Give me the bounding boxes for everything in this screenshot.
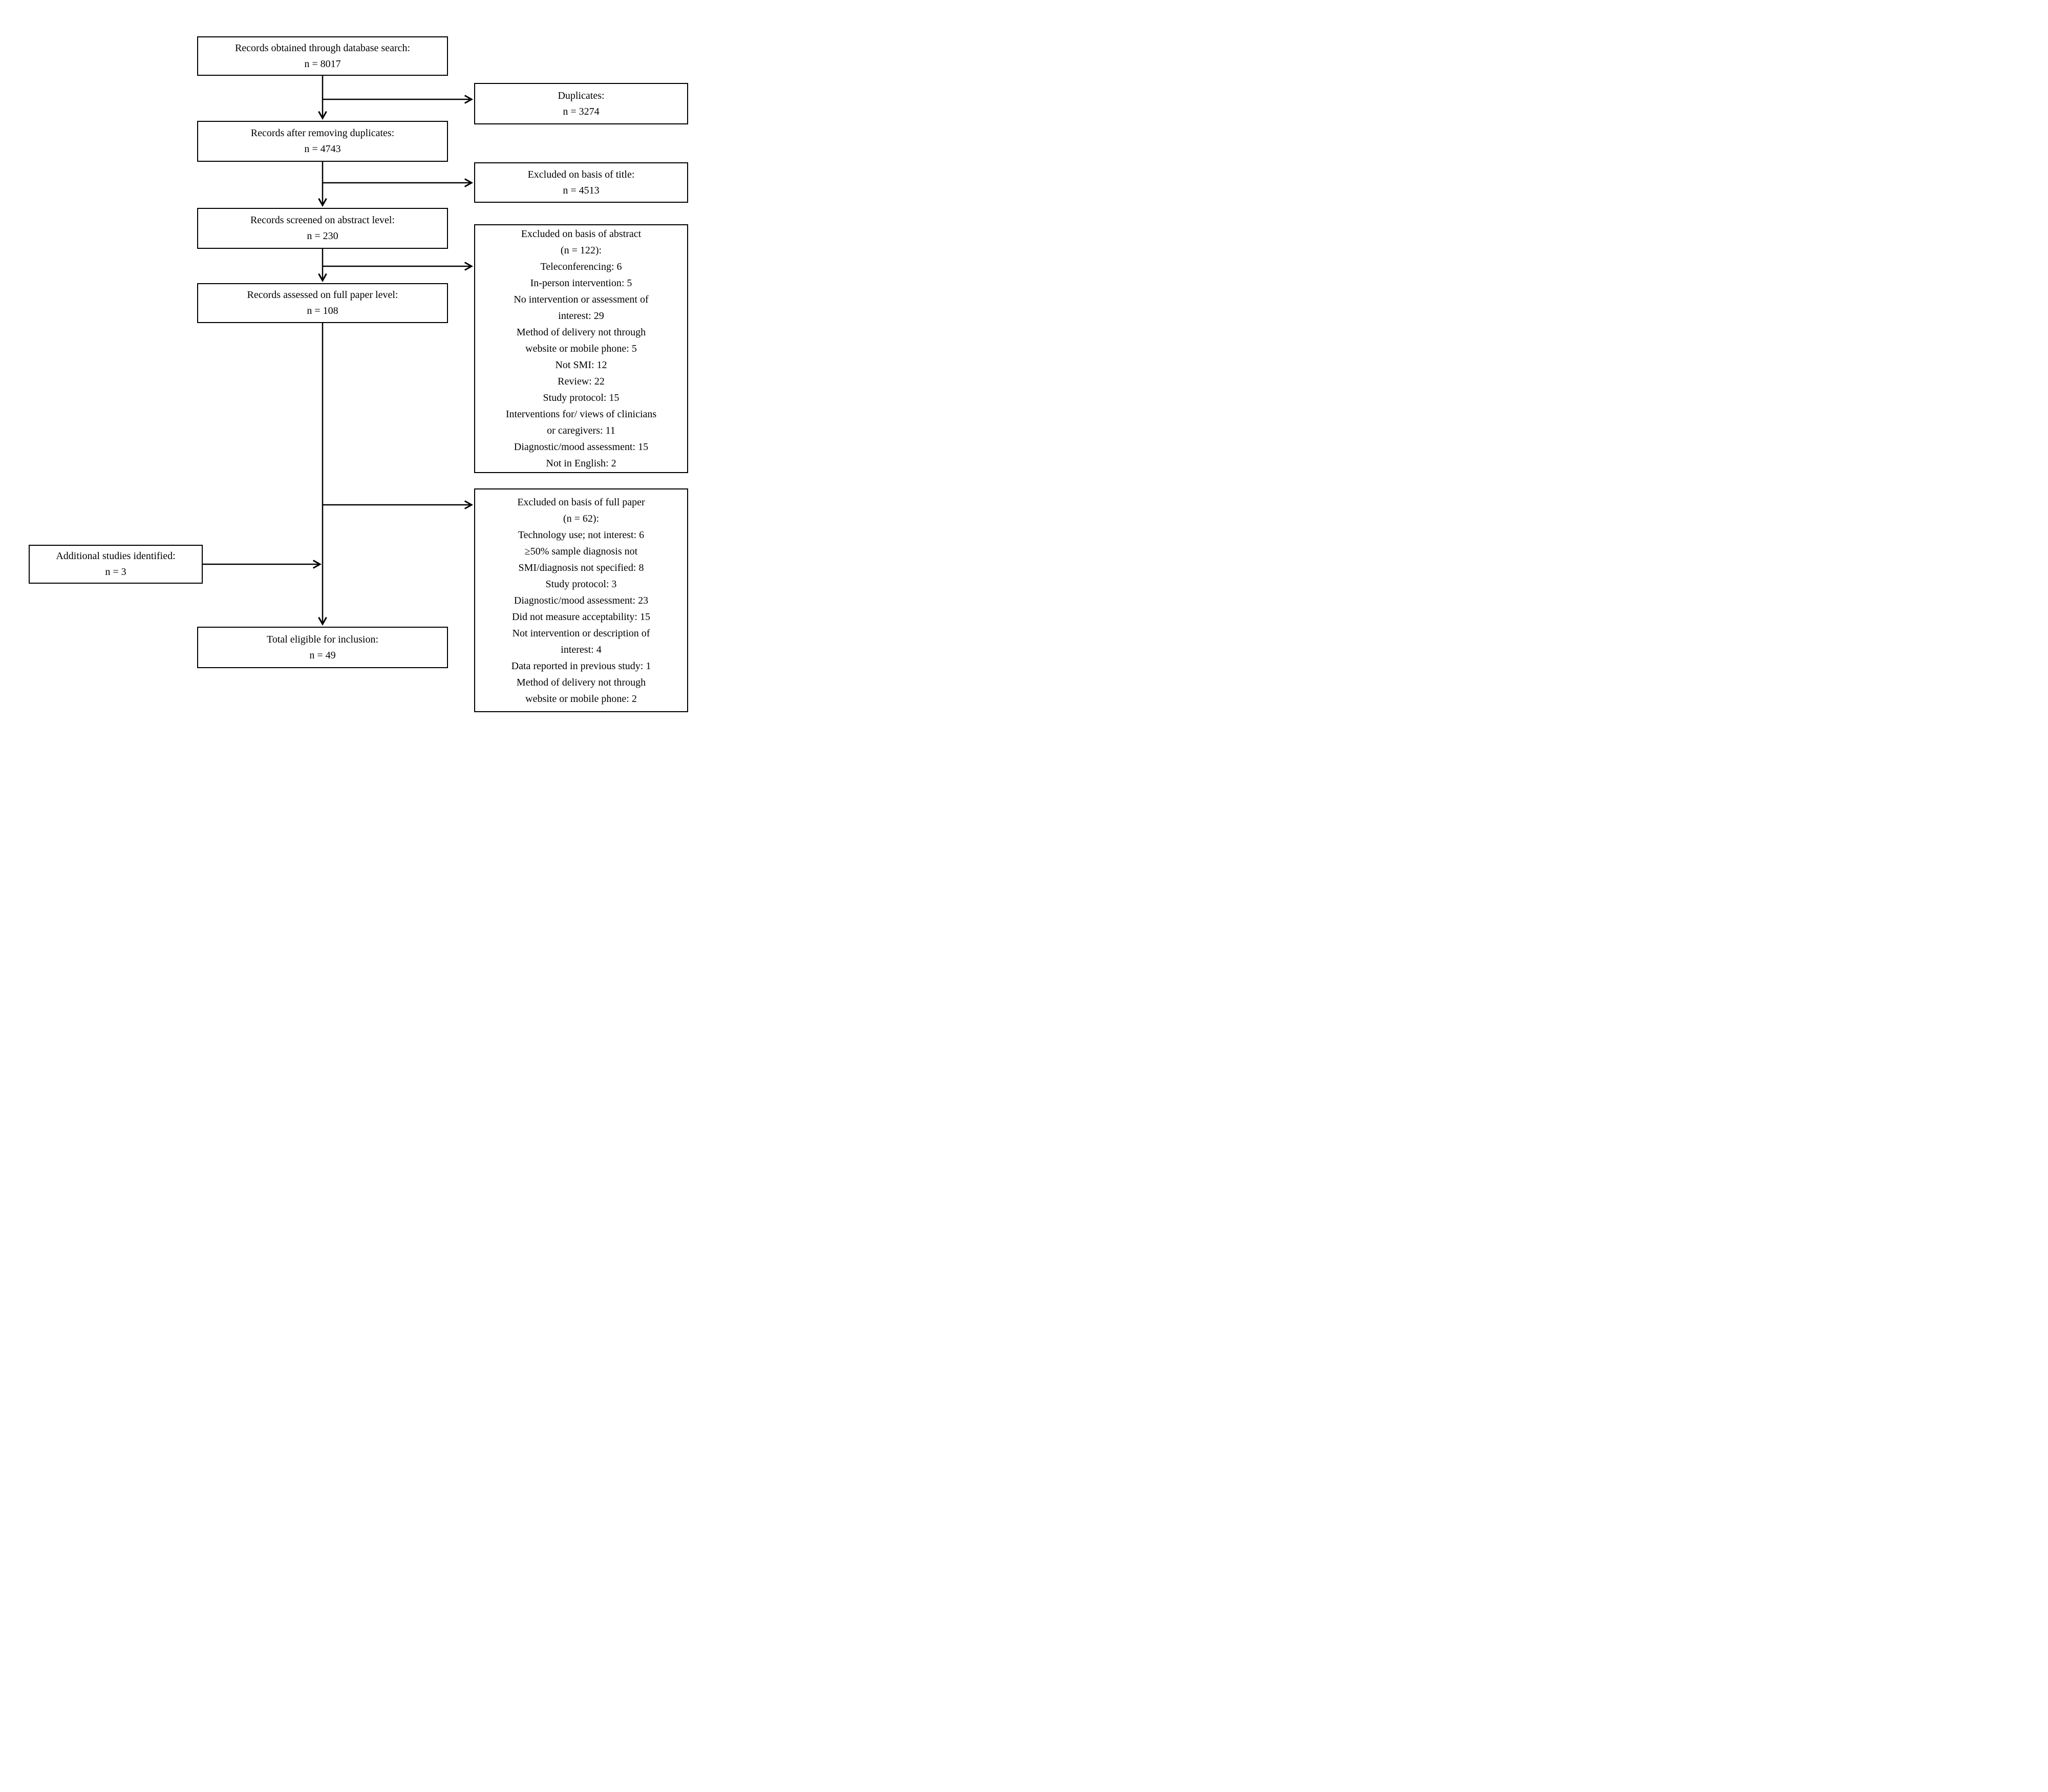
excluded-fullpaper-line: Method of delivery not through bbox=[516, 676, 646, 688]
box-abstract-level-count: n = 230 bbox=[307, 230, 338, 242]
box-excluded-title: Excluded on basis of title: n = 4513 bbox=[474, 162, 688, 203]
excluded-abstract-line: Teleconferencing: 6 bbox=[540, 261, 622, 272]
box-total-eligible-label: Total eligible for inclusion: bbox=[267, 633, 378, 645]
box-duplicates: Duplicates: n = 3274 bbox=[474, 83, 688, 124]
box-records-obtained-count: n = 8017 bbox=[304, 58, 341, 70]
box-excluded-abstract: Excluded on basis of abstract (n = 122):… bbox=[474, 224, 688, 473]
excluded-abstract-line: or caregivers: 11 bbox=[547, 425, 615, 436]
box-abstract-level-label: Records screened on abstract level: bbox=[250, 215, 395, 226]
box-duplicates-label: Duplicates: bbox=[558, 90, 605, 101]
prisma-flowchart: Records obtained through database search… bbox=[0, 0, 819, 717]
box-additional-studies-label: Additional studies identified: bbox=[56, 550, 176, 562]
excluded-fullpaper-line: Technology use; not interest: 6 bbox=[518, 529, 645, 541]
excluded-fullpaper-line: Not intervention or description of bbox=[512, 627, 650, 639]
box-excluded-fullpaper: Excluded on basis of full paper (n = 62)… bbox=[474, 488, 688, 712]
excluded-fullpaper-line: Excluded on basis of full paper bbox=[517, 496, 645, 508]
box-after-duplicates-label: Records after removing duplicates: bbox=[250, 127, 395, 139]
box-additional-studies-count: n = 3 bbox=[105, 566, 126, 578]
excluded-abstract-line: website or mobile phone: 5 bbox=[525, 343, 637, 354]
excluded-fullpaper-line: ≥50% sample diagnosis not bbox=[524, 545, 638, 557]
excluded-abstract-line: Method of delivery not through bbox=[516, 327, 646, 338]
box-after-duplicates-count: n = 4743 bbox=[304, 143, 341, 155]
flow-arrows bbox=[203, 76, 474, 626]
box-records-obtained: Records obtained through database search… bbox=[197, 36, 448, 76]
excluded-abstract-line: Not SMI: 12 bbox=[555, 359, 607, 371]
excluded-abstract-line: Review: 22 bbox=[558, 376, 605, 387]
excluded-abstract-line: In-person intervention: 5 bbox=[530, 278, 632, 289]
box-excluded-title-label: Excluded on basis of title: bbox=[527, 168, 635, 180]
excluded-fullpaper-line: (n = 62): bbox=[563, 513, 600, 524]
excluded-fullpaper-line: Study protocol: 3 bbox=[545, 578, 617, 590]
excluded-fullpaper-line: interest: 4 bbox=[561, 644, 602, 655]
excluded-abstract-line: interest: 29 bbox=[558, 310, 604, 322]
box-duplicates-count: n = 3274 bbox=[563, 105, 600, 117]
excluded-fullpaper-line: website or mobile phone: 2 bbox=[525, 693, 637, 705]
excluded-fullpaper-line: Diagnostic/mood assessment: 23 bbox=[514, 594, 649, 606]
excluded-abstract-line: Diagnostic/mood assessment: 15 bbox=[514, 441, 649, 453]
box-full-paper-level: Records assessed on full paper level: n … bbox=[197, 283, 448, 323]
excluded-abstract-line: Not in English: 2 bbox=[546, 458, 616, 469]
excluded-abstract-line: No intervention or assessment of bbox=[514, 294, 649, 305]
excluded-fullpaper-line: SMI/diagnosis not specified: 8 bbox=[518, 562, 644, 573]
box-full-paper-level-count: n = 108 bbox=[307, 305, 338, 316]
box-excluded-title-count: n = 4513 bbox=[563, 184, 600, 196]
box-total-eligible: Total eligible for inclusion: n = 49 bbox=[197, 627, 448, 668]
excluded-abstract-line: Interventions for/ views of clinicians bbox=[505, 409, 657, 420]
excluded-abstract-line: Study protocol: 15 bbox=[543, 392, 620, 403]
excluded-abstract-line: (n = 122): bbox=[560, 245, 602, 256]
box-abstract-level: Records screened on abstract level: n = … bbox=[197, 208, 448, 249]
box-full-paper-level-label: Records assessed on full paper level: bbox=[247, 289, 398, 301]
excluded-fullpaper-line: Data reported in previous study: 1 bbox=[511, 660, 651, 672]
excluded-fullpaper-line: Did not measure acceptability: 15 bbox=[512, 611, 650, 623]
box-total-eligible-count: n = 49 bbox=[309, 649, 336, 661]
box-after-duplicates: Records after removing duplicates: n = 4… bbox=[197, 121, 448, 162]
excluded-abstract-line: Excluded on basis of abstract bbox=[521, 228, 642, 240]
box-additional-studies: Additional studies identified: n = 3 bbox=[29, 545, 203, 584]
box-records-obtained-label: Records obtained through database search… bbox=[234, 42, 411, 54]
